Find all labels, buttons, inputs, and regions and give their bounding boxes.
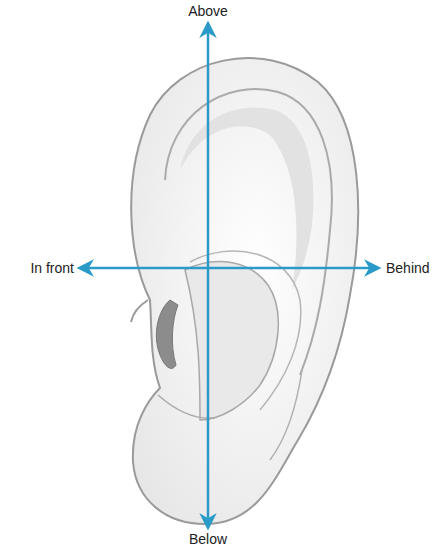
direction-label: Behind	[384, 260, 432, 276]
helix-crus	[131, 300, 148, 322]
concha	[185, 262, 278, 420]
direction-label: In front	[28, 260, 76, 276]
direction-label: Below	[187, 531, 229, 547]
vertical-arrow	[207, 24, 210, 527]
horizontal-arrow	[80, 267, 378, 270]
helix-shadow	[180, 108, 313, 291]
antitragus	[158, 395, 215, 418]
ear-outline	[131, 58, 358, 524]
antihelix	[190, 251, 301, 410]
lobe-line	[270, 370, 302, 460]
tragus	[156, 300, 178, 368]
direction-label: Above	[186, 3, 230, 19]
